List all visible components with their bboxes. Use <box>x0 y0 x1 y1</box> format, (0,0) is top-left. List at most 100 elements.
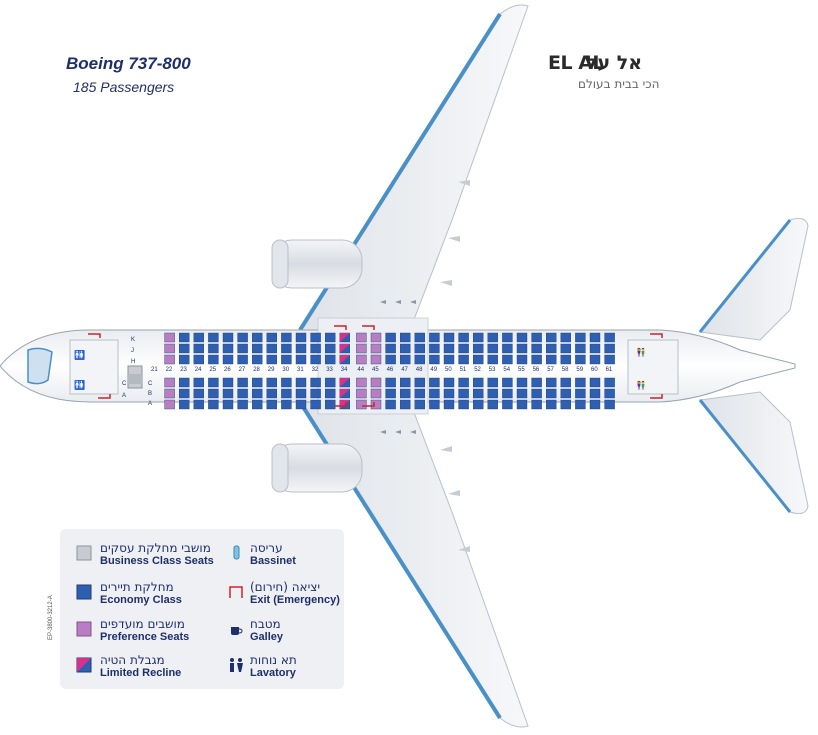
seat[interactable] <box>604 399 615 410</box>
seat[interactable] <box>310 399 321 410</box>
seat[interactable] <box>443 354 455 365</box>
seat[interactable] <box>589 377 601 388</box>
seat[interactable] <box>546 354 557 365</box>
seat[interactable] <box>266 332 277 343</box>
seat[interactable] <box>414 377 425 388</box>
seat[interactable] <box>237 354 248 365</box>
seat[interactable] <box>502 399 513 410</box>
seat[interactable] <box>531 354 542 365</box>
seat[interactable] <box>164 343 175 354</box>
seat[interactable] <box>400 377 411 388</box>
seat[interactable] <box>560 399 571 410</box>
seat[interactable] <box>531 343 542 354</box>
seat[interactable] <box>443 399 455 410</box>
seat[interactable] <box>414 332 425 343</box>
seat[interactable] <box>575 332 586 343</box>
seat[interactable] <box>164 377 175 388</box>
seat[interactable] <box>164 399 175 410</box>
seat[interactable] <box>295 332 307 343</box>
seat[interactable] <box>385 399 396 410</box>
seat[interactable] <box>385 377 396 388</box>
seat[interactable] <box>546 388 557 399</box>
seat[interactable] <box>295 354 307 365</box>
seat[interactable] <box>502 354 513 365</box>
seat[interactable] <box>560 343 571 354</box>
seat[interactable] <box>458 399 469 410</box>
seat[interactable] <box>370 354 382 365</box>
seat[interactable] <box>546 399 557 410</box>
seat[interactable] <box>473 343 484 354</box>
seat[interactable] <box>400 332 411 343</box>
seat[interactable] <box>604 332 615 343</box>
seat[interactable] <box>458 377 469 388</box>
seat[interactable] <box>575 388 586 399</box>
seat[interactable] <box>356 388 367 399</box>
seat[interactable] <box>193 399 205 410</box>
seat[interactable] <box>251 343 263 354</box>
seat[interactable] <box>487 332 498 343</box>
seat[interactable] <box>443 388 455 399</box>
seat[interactable] <box>429 332 440 343</box>
seat[interactable] <box>516 388 528 399</box>
seat[interactable] <box>589 354 601 365</box>
seat[interactable] <box>251 399 263 410</box>
seat[interactable] <box>473 332 484 343</box>
seat[interactable] <box>575 377 586 388</box>
seat[interactable] <box>575 343 586 354</box>
seat[interactable] <box>400 343 411 354</box>
seat[interactable] <box>222 343 234 354</box>
seat[interactable] <box>325 343 336 354</box>
seat[interactable] <box>222 354 234 365</box>
seat[interactable] <box>222 399 234 410</box>
seat[interactable] <box>251 354 263 365</box>
seat[interactable] <box>516 377 528 388</box>
seat[interactable] <box>458 343 469 354</box>
seat[interactable] <box>208 343 219 354</box>
seat[interactable] <box>546 332 557 343</box>
seat[interactable] <box>251 377 263 388</box>
seat[interactable] <box>429 377 440 388</box>
seat[interactable] <box>385 332 396 343</box>
seat[interactable] <box>356 343 367 354</box>
seat[interactable] <box>589 399 601 410</box>
seat[interactable] <box>237 332 248 343</box>
seat[interactable] <box>414 388 425 399</box>
seat[interactable] <box>560 332 571 343</box>
seat[interactable] <box>325 354 336 365</box>
seat[interactable] <box>266 354 277 365</box>
seat[interactable] <box>429 354 440 365</box>
seat[interactable] <box>251 332 263 343</box>
seat[interactable] <box>414 354 425 365</box>
seat[interactable] <box>310 388 321 399</box>
seat[interactable] <box>310 332 321 343</box>
seat[interactable] <box>266 377 277 388</box>
seat[interactable] <box>237 377 248 388</box>
seat[interactable] <box>589 343 601 354</box>
seat[interactable] <box>193 343 205 354</box>
seat[interactable] <box>178 388 190 399</box>
seat[interactable] <box>208 354 219 365</box>
seat[interactable] <box>281 377 292 388</box>
seat[interactable] <box>546 343 557 354</box>
seat[interactable] <box>295 377 307 388</box>
seat[interactable] <box>193 354 205 365</box>
seat[interactable] <box>604 343 615 354</box>
seat[interactable] <box>589 388 601 399</box>
seat[interactable] <box>487 377 498 388</box>
seat[interactable] <box>502 343 513 354</box>
seat[interactable] <box>295 388 307 399</box>
seat[interactable] <box>193 332 205 343</box>
seat[interactable] <box>429 343 440 354</box>
seat[interactable] <box>385 388 396 399</box>
seat[interactable] <box>546 377 557 388</box>
seat[interactable] <box>281 343 292 354</box>
seat[interactable] <box>208 377 219 388</box>
seat[interactable] <box>281 399 292 410</box>
seat[interactable] <box>487 399 498 410</box>
seat[interactable] <box>370 388 382 399</box>
seat[interactable] <box>487 343 498 354</box>
seat[interactable] <box>560 388 571 399</box>
seat[interactable] <box>266 388 277 399</box>
seat[interactable] <box>487 354 498 365</box>
seat[interactable] <box>604 354 615 365</box>
